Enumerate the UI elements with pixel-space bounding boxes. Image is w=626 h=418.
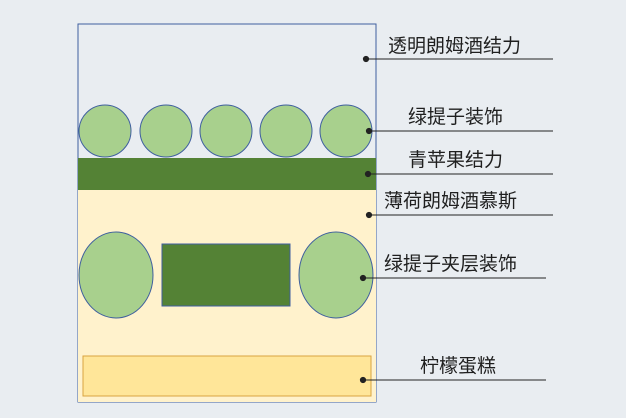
lemon-cake-layer — [82, 355, 372, 397]
apple-jelly-insert — [161, 243, 291, 307]
grape-decoration-row — [78, 104, 373, 158]
grape-decoration-circle — [139, 104, 193, 158]
grape-decoration-circle — [319, 104, 373, 158]
grape-decoration-circle — [78, 104, 132, 158]
label-lemon-cake: 柠檬蛋糕 — [420, 355, 496, 377]
grape-decoration-circle — [259, 104, 313, 158]
apple-jelly-layer — [78, 158, 376, 190]
label-mint-mousse: 薄荷朗姆酒慕斯 — [384, 190, 517, 212]
grape-layer-ellipse-right — [298, 231, 374, 319]
grape-decoration-circle — [199, 104, 253, 158]
grape-layer-group — [78, 231, 374, 319]
label-grape-decoration: 绿提子装饰 — [408, 106, 503, 128]
label-grape-layer: 绿提子夹层装饰 — [384, 253, 517, 275]
label-mirror-glaze: 透明朗姆酒结力 — [388, 35, 521, 57]
callout-lines — [359, 55, 553, 384]
label-apple-jelly: 青苹果结力 — [408, 149, 503, 171]
grape-layer-ellipse-left — [78, 231, 154, 319]
